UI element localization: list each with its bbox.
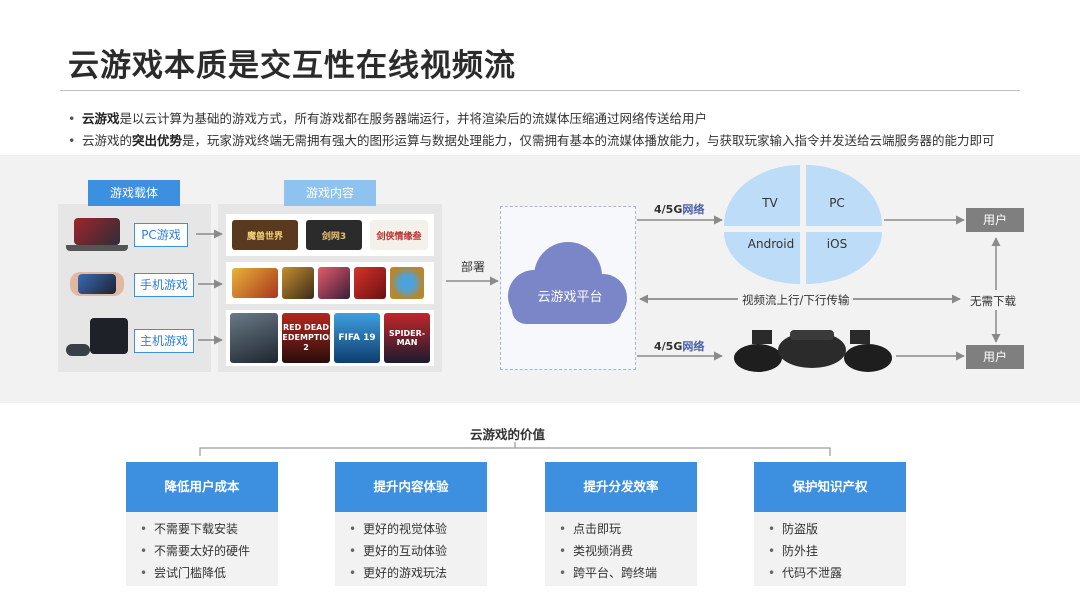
network-label-bottom: 4/5G网络 bbox=[654, 338, 704, 354]
card-body: •点击即玩 •类视频消费 •跨平台、跨终端 bbox=[545, 512, 697, 586]
pc-games-strip: 魔兽世界 剑网3 剑侠情缘叁 bbox=[226, 214, 434, 256]
network-suffix: 网络 bbox=[682, 340, 705, 353]
card-title: 提升内容体验 bbox=[335, 462, 487, 512]
mobile-games-strip bbox=[226, 262, 434, 304]
mobile-game-icon bbox=[390, 267, 424, 299]
bullet-definition: • 云游戏是以云计算为基础的游戏方式，所有游戏都在服务器端运行，并将渲染后的流媒体… bbox=[68, 108, 707, 127]
platform-pc: PC游戏 bbox=[134, 223, 188, 247]
card-item: •更好的视觉体验 bbox=[349, 522, 448, 536]
content-label: 游戏内容 bbox=[284, 180, 376, 206]
phone-device-icon bbox=[66, 268, 128, 300]
user-box-top: 用户 bbox=[966, 208, 1024, 232]
vr-headset-icon bbox=[734, 330, 892, 372]
bullet-text: 是，玩家游戏终端无需拥有强大的图形运算与数据处理能力，仅需拥有基本的流媒体播放能… bbox=[182, 133, 995, 148]
network-label-top: 4/5G网络 bbox=[654, 201, 704, 217]
game-cover: SPIDER-MAN bbox=[384, 313, 430, 363]
card-body: •更好的视觉体验 •更好的互动体验 •更好的游戏玩法 bbox=[335, 512, 487, 586]
user-box-bottom: 用户 bbox=[966, 345, 1024, 369]
console-games-strip: RED DEAD REDEMPTION 2 FIFA 19 SPIDER-MAN bbox=[226, 310, 434, 366]
card-title: 保护知识产权 bbox=[754, 462, 906, 512]
terminal-circle bbox=[723, 165, 883, 284]
console-device-icon bbox=[64, 318, 130, 358]
mobile-game-icon bbox=[282, 267, 314, 299]
cloud-platform-label: 云游戏平台 bbox=[537, 290, 603, 305]
card-item: •更好的游戏玩法 bbox=[349, 566, 448, 580]
network-prefix: 4/5G bbox=[654, 340, 683, 353]
card-item: •防盗版 bbox=[768, 522, 819, 536]
deploy-label: 部署 bbox=[461, 260, 486, 274]
network-prefix: 4/5G bbox=[654, 203, 683, 216]
card-item: •不需要下载安装 bbox=[140, 522, 239, 536]
card-title: 降低用户成本 bbox=[126, 462, 278, 512]
card-item: •跨平台、跨终端 bbox=[559, 566, 658, 580]
page-title: 云游戏本质是交互性在线视频流 bbox=[68, 48, 516, 84]
game-cover: RED DEAD REDEMPTION 2 bbox=[282, 313, 330, 363]
game-thumb: 魔兽世界 bbox=[232, 220, 298, 250]
card-item: •代码不泄露 bbox=[768, 566, 843, 580]
value-title: 云游戏的价值 bbox=[470, 427, 546, 442]
card-title: 提升分发效率 bbox=[545, 462, 697, 512]
card-item: •不需要太好的硬件 bbox=[140, 544, 251, 558]
game-cover: FIFA 19 bbox=[334, 313, 380, 363]
value-bracket bbox=[199, 447, 831, 456]
bullet-text: 是以云计算为基础的游戏方式，所有游戏都在服务器端运行，并将渲染后的流媒体压缩通过… bbox=[119, 111, 708, 126]
terminal-tv: TV bbox=[762, 196, 778, 210]
card-item: •点击即玩 bbox=[559, 522, 622, 536]
console-game-cover bbox=[230, 313, 278, 363]
card-body: •防盗版 •防外挂 •代码不泄露 bbox=[754, 512, 906, 586]
network-suffix: 网络 bbox=[682, 203, 705, 216]
bullet-advantage: • 云游戏的突出优势是，玩家游戏终端无需拥有强大的图形运算与数据处理能力，仅需拥有… bbox=[68, 130, 995, 149]
card-item: •类视频消费 bbox=[559, 544, 634, 558]
terminal-pc: PC bbox=[829, 196, 845, 210]
laptop-device-icon bbox=[66, 218, 128, 252]
card-item: •尝试门槛降低 bbox=[140, 566, 227, 580]
no-download-label: 无需下载 bbox=[966, 293, 1020, 309]
bullet-dot-icon: • bbox=[68, 133, 76, 148]
bullet-prefix: 云游戏的 bbox=[82, 133, 133, 148]
terminal-ios: iOS bbox=[826, 237, 848, 251]
carrier-label: 游戏载体 bbox=[88, 180, 180, 206]
platform-mobile: 手机游戏 bbox=[134, 273, 194, 297]
card-body: •不需要下载安装 •不需要太好的硬件 •尝试门槛降低 bbox=[126, 512, 278, 586]
game-thumb: 剑侠情缘叁 bbox=[370, 220, 428, 250]
game-thumb: 剑网3 bbox=[306, 220, 362, 250]
bullet-bold: 突出优势 bbox=[132, 133, 183, 148]
title-divider bbox=[60, 90, 1020, 91]
mobile-game-icon bbox=[354, 267, 386, 299]
stream-label: 视频流上行/下行传输 bbox=[738, 292, 854, 308]
card-item: •防外挂 bbox=[768, 544, 819, 558]
platform-console: 主机游戏 bbox=[134, 329, 194, 353]
bullet-bold: 云游戏 bbox=[82, 111, 120, 126]
cloud-icon bbox=[508, 242, 627, 324]
bullet-dot-icon: • bbox=[68, 111, 76, 126]
terminal-android: Android bbox=[747, 237, 795, 251]
mobile-game-icon bbox=[232, 268, 278, 298]
mobile-game-icon bbox=[318, 267, 350, 299]
card-item: •更好的互动体验 bbox=[349, 544, 448, 558]
